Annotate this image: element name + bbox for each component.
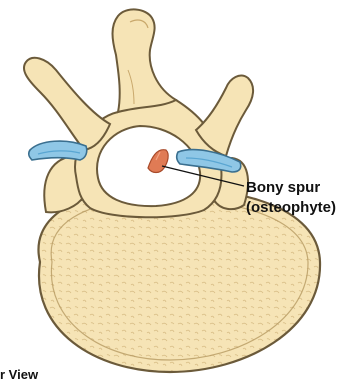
left-transverse-process bbox=[24, 58, 110, 150]
view-caption: r View bbox=[0, 367, 39, 382]
left-facet-cartilage bbox=[29, 141, 87, 160]
callout-label-line2: (osteophyte) bbox=[246, 199, 336, 216]
spinous-process bbox=[113, 9, 177, 112]
callout-label-line1: Bony spur bbox=[246, 179, 320, 196]
